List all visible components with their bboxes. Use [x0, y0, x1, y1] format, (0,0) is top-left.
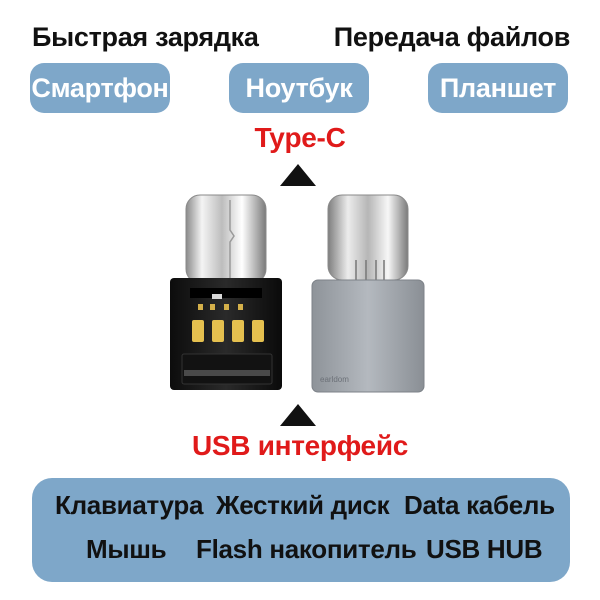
interface-list-box [32, 478, 570, 582]
interface-usb-hub: USB HUB [426, 534, 543, 564]
device-pill-laptop: Ноутбук [229, 63, 369, 113]
adapter-open-view [170, 194, 282, 390]
device-pill-tablet: Планшет [428, 63, 568, 113]
arrow-up-icon [280, 164, 316, 186]
interface-keyboard: Клавиатура [55, 490, 204, 520]
interface-data-cable: Data кабель [404, 490, 555, 520]
arrow-up-icon [280, 404, 316, 426]
usb-interface-label: USB интерфейс [192, 430, 408, 461]
interface-flash-drive: Flash накопитель [196, 534, 417, 564]
brand-engraving: earldom [320, 375, 349, 384]
file-transfer-label: Передача файлов [333, 22, 571, 52]
fast-charge-label: Быстрая зарядка [32, 22, 259, 52]
adapter-closed-view: earldom [311, 194, 425, 393]
device-pill-smartphone: Смартфон [30, 63, 170, 113]
aluminum-housing [311, 279, 425, 393]
interface-mouse: Мышь [86, 534, 167, 564]
type-c-label: Type-C [254, 122, 346, 153]
interface-hard-drive: Жесткий диск [216, 490, 390, 520]
type-c-plug [327, 194, 409, 281]
type-c-plug [185, 194, 267, 284]
